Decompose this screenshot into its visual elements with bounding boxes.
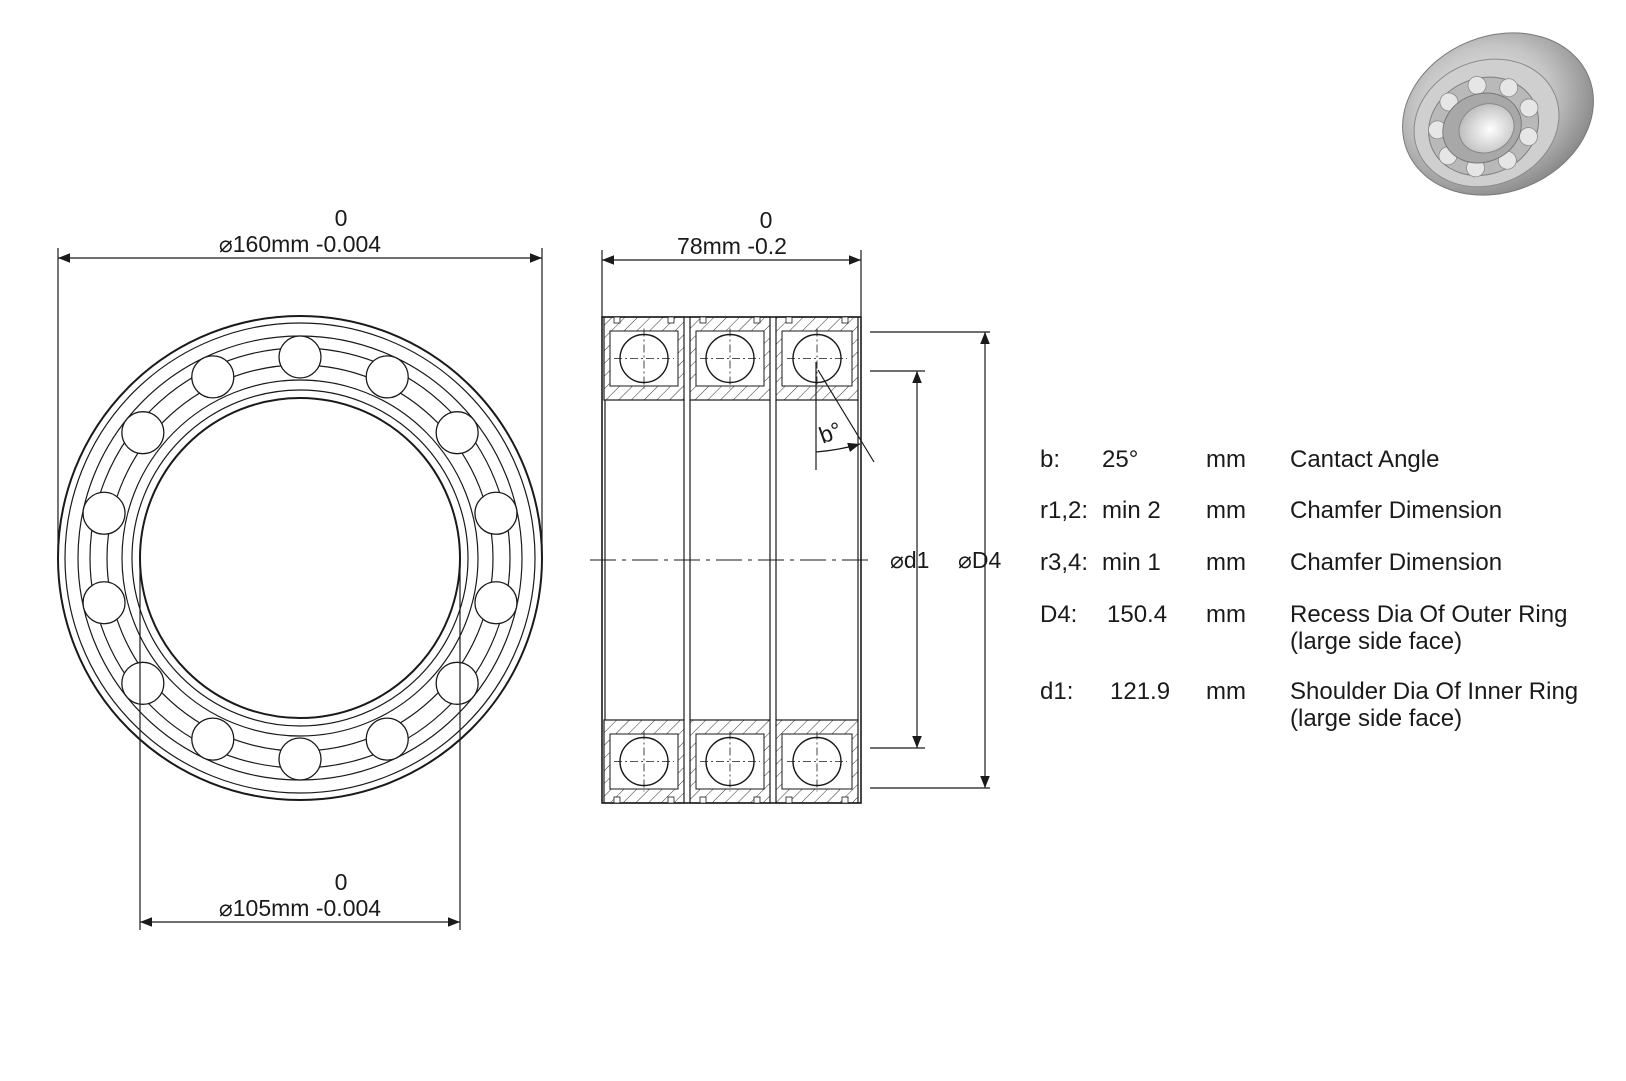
ball	[278, 737, 322, 781]
section-cell	[603, 316, 685, 401]
ball	[191, 717, 235, 761]
outer-ring-inner-edge	[64, 322, 536, 794]
D4-dimension	[870, 331, 990, 789]
outer-diameter-upper-tol: 0	[335, 205, 348, 231]
section-cell	[689, 719, 771, 804]
outer-raceway	[77, 335, 523, 781]
ball	[191, 355, 235, 399]
outer-diameter-label: ⌀160mm -0.004	[219, 231, 381, 257]
section-rows	[603, 316, 859, 804]
contact-angle-label: b°	[815, 417, 845, 449]
spec-description: Chamfer Dimension	[1290, 549, 1503, 576]
ball	[121, 411, 165, 455]
bearing-3d-thumbnail	[1402, 32, 1594, 196]
bore	[139, 397, 461, 719]
spec-key: d1:	[1040, 678, 1074, 705]
diameter-symbol: ⌀	[219, 895, 233, 921]
ball	[82, 491, 126, 535]
spec-description-note: (large side face)	[1290, 705, 1463, 732]
spec-key: r3,4:	[1040, 549, 1089, 576]
spec-description: Cantact Angle	[1290, 446, 1440, 473]
d1-label: ⌀d1	[890, 547, 929, 573]
ball	[278, 335, 322, 379]
ball	[619, 736, 669, 787]
width-value: 78mm -0.2	[677, 233, 787, 259]
spec-value: min 1	[1102, 549, 1161, 576]
D4-label: ⌀D4	[958, 547, 1001, 573]
cage-inner	[106, 364, 494, 752]
spec-unit: mm	[1206, 601, 1246, 628]
spec-description: Chamfer Dimension	[1290, 497, 1503, 524]
spec-key: D4:	[1040, 601, 1078, 628]
ball	[474, 491, 518, 535]
spec-key: r1,2:	[1040, 497, 1089, 524]
section-cell	[603, 719, 685, 804]
ball	[365, 717, 409, 761]
outer-diameter-dimension	[57, 248, 543, 558]
ball	[705, 333, 755, 384]
spec-value: 121.9	[1110, 678, 1171, 705]
cage-outer	[89, 347, 511, 769]
ball	[365, 355, 409, 399]
ball	[121, 661, 165, 705]
ball	[705, 736, 755, 787]
spec-value: min 2	[1102, 497, 1161, 524]
section-cell	[775, 316, 859, 401]
ball	[435, 411, 479, 455]
spec-value: 25°	[1102, 446, 1139, 473]
outer-diameter-value: 160mm -0.004	[233, 231, 382, 257]
spec-unit: mm	[1206, 497, 1246, 524]
outer-ring-outline	[57, 315, 543, 801]
spec-unit: mm	[1206, 549, 1246, 576]
inner-diameter-dimension	[139, 558, 461, 930]
contact-angle-indicator	[815, 362, 875, 470]
inner-diameter-upper-tol: 0	[335, 869, 348, 895]
front-balls	[82, 335, 518, 781]
d1-dimension	[870, 370, 925, 749]
inner-raceway	[121, 379, 479, 737]
front-view	[57, 315, 543, 801]
spec-unit: mm	[1206, 446, 1246, 473]
diameter-symbol: ⌀	[219, 231, 233, 257]
inner-diameter-value: 105mm -0.004	[233, 895, 382, 921]
thumbnail-ball	[1499, 78, 1519, 98]
inner-diameter-label: ⌀105mm -0.004	[219, 895, 381, 921]
thumbnail-ball	[1519, 127, 1538, 146]
width-dimension	[601, 250, 862, 317]
section-view	[590, 316, 872, 804]
spec-key: b:	[1040, 446, 1061, 473]
spec-value: 150.4	[1107, 601, 1168, 628]
inner-ring-shoulder	[131, 389, 469, 727]
ball	[792, 333, 842, 384]
section-cell	[775, 719, 859, 804]
ball	[82, 581, 126, 625]
spec-description: Recess Dia Of Outer Ring	[1290, 601, 1568, 628]
width-upper-tol: 0	[760, 207, 773, 233]
ball	[792, 736, 842, 787]
ball	[619, 333, 669, 384]
spec-description: Shoulder Dia Of Inner Ring	[1290, 678, 1579, 705]
section-cell	[689, 316, 771, 401]
spec-unit: mm	[1206, 678, 1246, 705]
thumbnail-ball	[1519, 98, 1539, 118]
spec-description-note: (large side face)	[1290, 628, 1463, 655]
ball	[474, 581, 518, 625]
ball	[435, 661, 479, 705]
